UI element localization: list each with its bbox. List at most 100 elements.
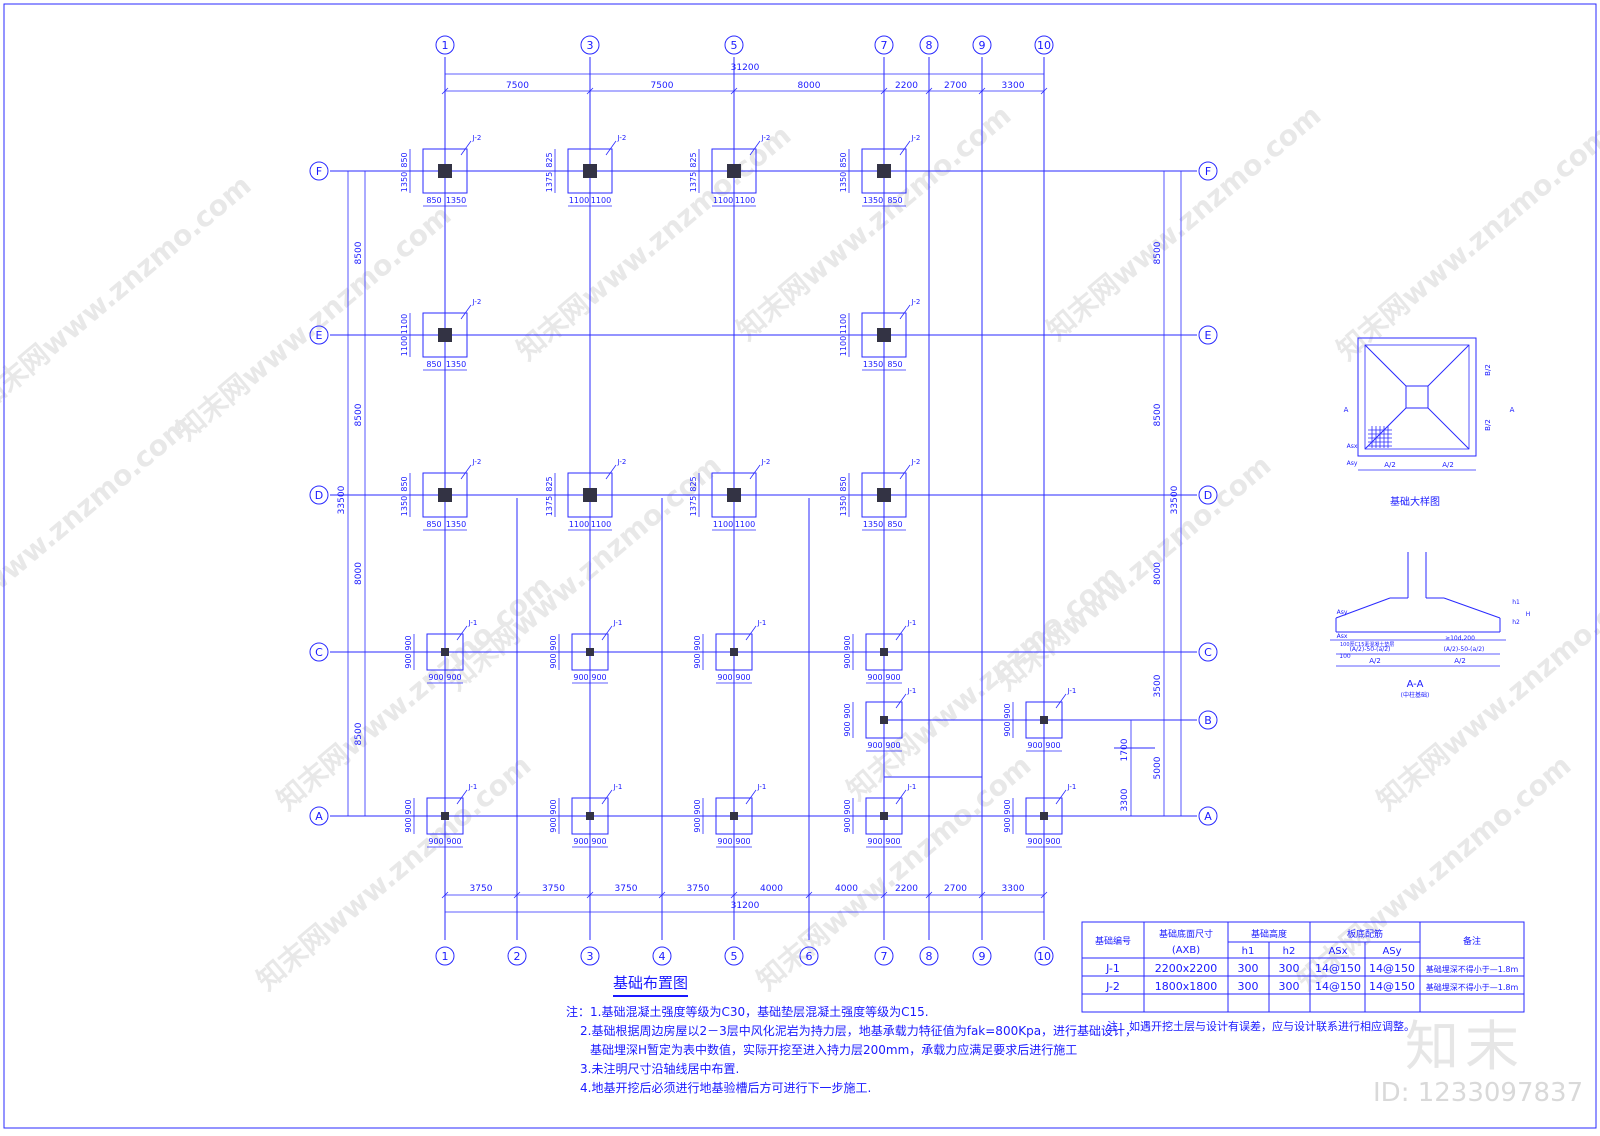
footing-dim-x1: 900	[1027, 741, 1042, 750]
footing-dim-y2: 1375	[689, 172, 698, 192]
column-marker	[438, 488, 452, 502]
column-marker	[880, 716, 888, 724]
column-marker	[880, 812, 888, 820]
section-label-h2: h2	[1512, 619, 1520, 626]
table-header-asy: ASy	[1382, 946, 1401, 957]
axis-bubble-label: 9	[979, 39, 986, 52]
section-label-a50-2: (A/2)-50-(a/2)	[1444, 646, 1485, 653]
right-inner-dim-1: 3300	[1120, 788, 1130, 811]
footing-dim-y2: 900	[549, 817, 558, 832]
axis-bubble-label: E	[316, 329, 323, 342]
axis-bubble-top-5: 5	[724, 35, 744, 55]
axis-bubble-left-F: F	[309, 161, 329, 181]
section-slope	[1335, 597, 1391, 619]
footing-dim-y2: 1350	[400, 496, 409, 516]
footing-tag: J-2	[472, 134, 482, 142]
axis-bubble-left-D: D	[309, 485, 329, 505]
axis-bubble-right-D: D	[1198, 485, 1218, 505]
bottom-dim-6: 2200	[895, 884, 918, 894]
footing-dim-y1: 900	[693, 799, 702, 814]
footing-dim-y2: 900	[843, 817, 852, 832]
footing-dim-y2: 1100	[400, 336, 409, 356]
footing-tag: J-1	[468, 619, 478, 627]
detail-plan-label-a1: A/2	[1384, 461, 1396, 469]
footing-dim-y1: 1100	[400, 314, 409, 334]
axis-bubble-label: B	[1204, 714, 1212, 727]
footing-tag: J-2	[617, 458, 627, 466]
column-marker	[586, 648, 594, 656]
footing-dim-y2: 900	[404, 817, 413, 832]
section-label-asx: Asx	[1337, 633, 1348, 640]
footing-dim-y1: 900	[549, 799, 558, 814]
footing-dim-x2: 900	[446, 837, 461, 846]
detail-slope	[1427, 407, 1470, 450]
note-line-5: 4.地基开挖后必须进行地基验槽后方可进行下一步施工.	[580, 1081, 872, 1095]
right-dim-0: 8500	[1153, 241, 1163, 264]
watermark-text: 知末网www.znzmo.com	[1290, 749, 1577, 997]
table-header-size: 基础底面尺寸	[1159, 928, 1213, 940]
tick	[1040, 891, 1048, 899]
leader	[460, 140, 472, 156]
footing-outline	[1025, 797, 1063, 835]
tick	[658, 891, 666, 899]
footing-outline	[422, 312, 468, 358]
footing-outline	[861, 312, 907, 358]
axis-bubble-label: C	[315, 646, 323, 659]
watermark-text: 知末网www.znzmo.com	[750, 749, 1037, 997]
axis-bubble-circle	[652, 946, 672, 966]
footing-dim-x2: 850	[887, 520, 902, 529]
axis-bubble-circle	[724, 35, 744, 55]
axis-bubble-label: 8	[926, 39, 933, 52]
footing-dim-x2: 900	[1045, 741, 1060, 750]
axis-bubble-top-10: 10	[1034, 35, 1054, 55]
table-cell-r0-c0: J-1	[1105, 962, 1120, 975]
footing-dim-y1: 850	[400, 152, 409, 167]
table-cell-r0-c6: 基础埋深不得小于—1.8m	[1426, 964, 1519, 974]
drawing-border	[3, 3, 1597, 1129]
top-dim-1: 7500	[651, 81, 674, 91]
tick	[730, 891, 738, 899]
footing-dim-y1: 850	[400, 476, 409, 491]
axis-bubble-circle	[1034, 35, 1054, 55]
column-marker	[877, 164, 891, 178]
footing-dim-x2: 1100	[735, 520, 755, 529]
axis-bubble-label: 1	[442, 950, 449, 963]
axis-bubble-circle	[435, 946, 455, 966]
detail-slope	[1364, 407, 1407, 450]
left-dim-1: 8500	[354, 403, 364, 426]
axis-bubble-label: 7	[881, 950, 888, 963]
note-line-2: 2.基础根据周边房屋以2－3层中风化泥岩为持力层，地基承载力特征值为fak=80…	[580, 1024, 1138, 1038]
detail-plan-label-b1: B/2	[1484, 364, 1492, 376]
column-marker	[880, 648, 888, 656]
left-total-dim: 33500	[337, 485, 347, 514]
footing-dim-x1: 850	[426, 360, 441, 369]
table-header-rebar: 板底配筋	[1347, 928, 1383, 940]
axis-bubble-circle	[309, 325, 329, 345]
column-marker	[441, 812, 449, 820]
detail-plan-label-asx: Asx	[1347, 443, 1358, 450]
axis-bubble-circle	[309, 485, 329, 505]
footing-dim-x2: 1350	[446, 196, 466, 205]
top-dim-2: 8000	[798, 81, 821, 91]
axis-bubble-top-3: 3	[580, 35, 600, 55]
footing-tag: J-1	[757, 619, 767, 627]
watermark-logo: 知末	[1405, 1015, 1525, 1078]
section-label-anchor: ≥10d,200	[1445, 635, 1475, 642]
footing-dim-x1: 850	[426, 196, 441, 205]
footing-dim-x2: 1350	[446, 520, 466, 529]
axis-bubble-bottom-10: 10	[1034, 946, 1054, 966]
footing-dim-x1: 900	[1027, 837, 1042, 846]
axis-bubble-circle	[874, 35, 894, 55]
footing-dim-y1: 900	[693, 635, 702, 650]
footing-dim-y1: 850	[839, 152, 848, 167]
footing-outline	[571, 797, 609, 835]
footing-dim-x2: 900	[885, 837, 900, 846]
